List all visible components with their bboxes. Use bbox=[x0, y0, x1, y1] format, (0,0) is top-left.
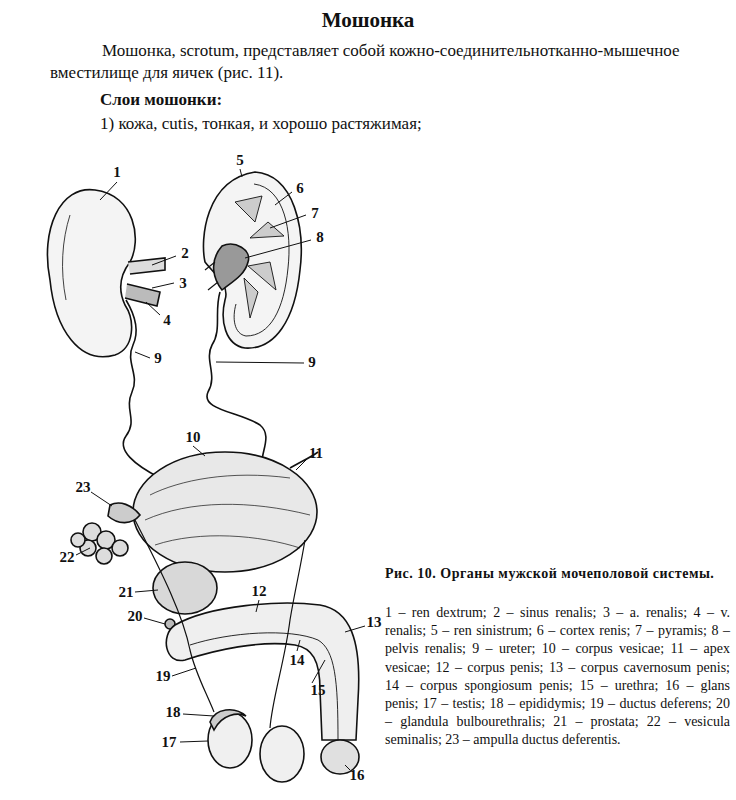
callout-number: 21 bbox=[119, 585, 134, 600]
section-heading: Слои мошонки: bbox=[100, 90, 222, 110]
callout-number: 22 bbox=[60, 550, 75, 565]
callout-number: 17 bbox=[162, 735, 177, 750]
callout-number: 3 bbox=[179, 276, 187, 291]
callout-number: 1 bbox=[113, 165, 121, 180]
callout-number: 6 bbox=[296, 181, 304, 196]
callout-number: 9 bbox=[308, 355, 316, 370]
callout-number: 2 bbox=[181, 246, 189, 261]
callout-number: 14 bbox=[290, 653, 305, 668]
callout-number: 9 bbox=[154, 351, 162, 366]
callout-number: 5 bbox=[236, 153, 244, 168]
list-item: 1) кожа, cutis, тонкая, и хорошо растяжи… bbox=[100, 114, 720, 134]
callout-number: 19 bbox=[156, 669, 171, 684]
callout-number: 18 bbox=[166, 705, 181, 720]
callout-number: 7 bbox=[311, 206, 319, 221]
callout-number: 4 bbox=[163, 313, 171, 328]
callout-number: 8 bbox=[316, 230, 324, 245]
callout-number: 11 bbox=[309, 446, 323, 461]
callout-number: 10 bbox=[186, 430, 201, 445]
callout-number: 20 bbox=[128, 609, 143, 624]
figure-caption: Рис. 10. Органы мужской мочеполовой сист… bbox=[385, 565, 730, 584]
figure-legend: 1 – ren dextrum; 2 – sinus renalis; 3 – … bbox=[385, 604, 730, 750]
page-title: Мошонка bbox=[0, 8, 736, 33]
body-paragraph: Мошонка, scrotum, представляет собой кож… bbox=[50, 40, 720, 84]
callout-number: 12 bbox=[252, 584, 267, 599]
callout-number: 16 bbox=[350, 768, 365, 783]
callout-number: 15 bbox=[311, 683, 326, 698]
callout-number: 13 bbox=[367, 615, 382, 630]
callout-number: 23 bbox=[76, 480, 91, 495]
